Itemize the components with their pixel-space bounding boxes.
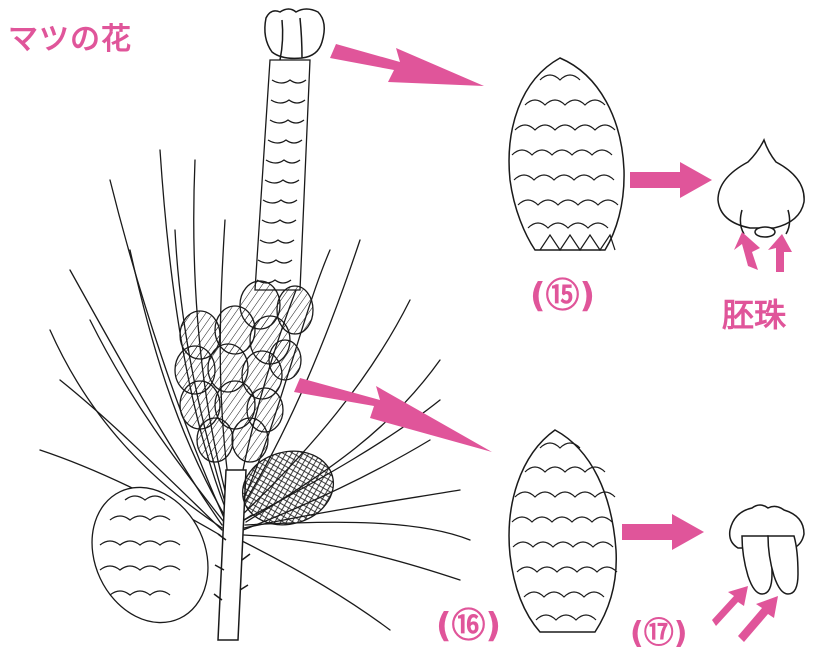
old-pinecone <box>71 468 230 641</box>
male-flower-cluster <box>175 281 313 462</box>
label-female-flower: (⑮) <box>530 268 595 317</box>
arrow-icon <box>330 44 484 86</box>
arrow-icon <box>734 232 760 270</box>
arrow-icon <box>622 514 704 550</box>
label-male-flower: (⑯) <box>436 598 501 647</box>
male-flower-enlarged <box>509 430 617 632</box>
arrow-icon <box>630 162 712 198</box>
pollen-sac-scale <box>730 505 804 594</box>
diagram-title: マツの花 <box>8 14 132 58</box>
arrow-icon <box>712 586 748 626</box>
arrow-icon <box>768 234 792 272</box>
label-pollen-sac-scale: (⑰) <box>630 608 687 652</box>
female-flower-on-shoot <box>265 9 324 60</box>
female-flower-enlarged <box>509 58 624 250</box>
new-shoot <box>255 60 310 290</box>
arrow-icon <box>294 378 492 452</box>
ovule-scale <box>718 140 804 237</box>
label-ovule: 胚珠 <box>722 290 786 336</box>
